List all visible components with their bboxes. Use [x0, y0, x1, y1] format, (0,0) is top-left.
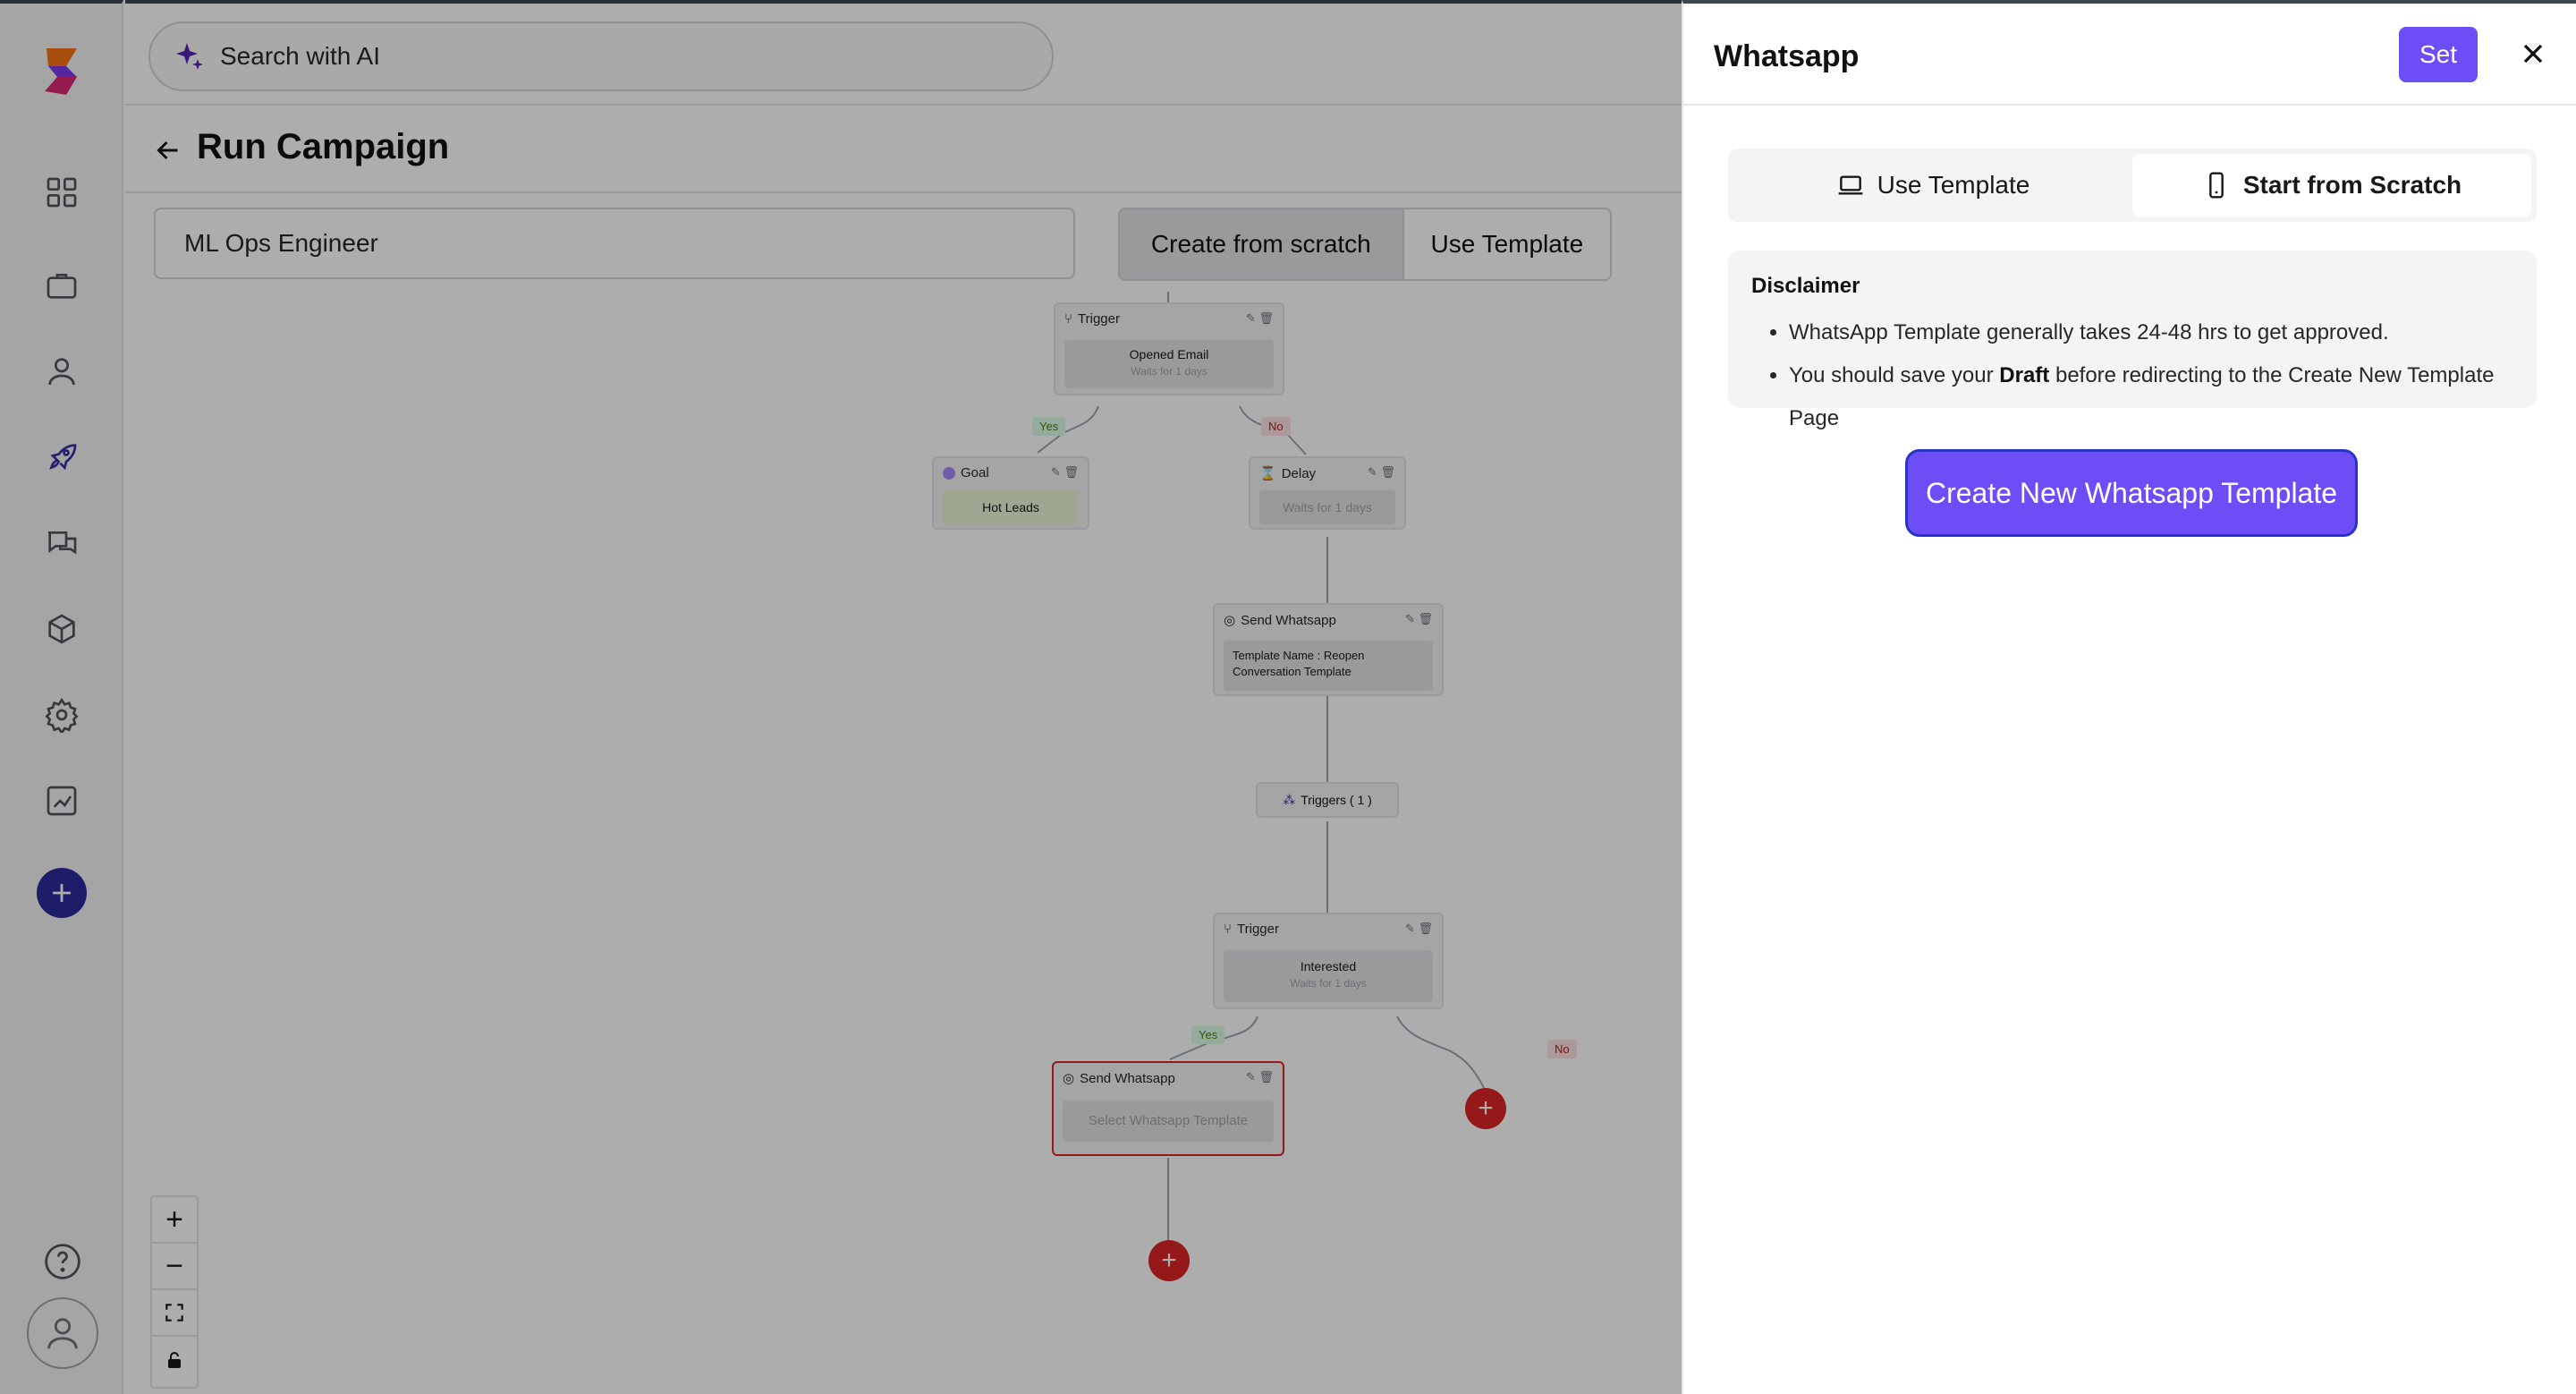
yes-tag: Yes — [1191, 1025, 1225, 1044]
trigger-icon: ⑂ — [1224, 922, 1233, 937]
help-icon[interactable] — [43, 1242, 82, 1281]
avatar[interactable] — [27, 1297, 98, 1369]
flow-canvas[interactable]: ⑂ Trigger ✎ 🗑 Opened Email Waits for 1 da… — [125, 292, 1682, 1394]
disclaimer-text: You should save your — [1789, 363, 2000, 387]
disclaimer-title: Disclaimer — [1751, 274, 1860, 298]
user-icon[interactable] — [39, 349, 84, 394]
campaign-name-input[interactable]: ML Ops Engineer — [154, 208, 1075, 279]
node-label: Opened Email — [1129, 347, 1209, 361]
laptop-icon — [1838, 175, 1862, 195]
briefcase-icon[interactable] — [39, 263, 84, 308]
edit-delete-icons[interactable]: ✎ 🗑 — [1245, 311, 1274, 325]
cube-icon[interactable] — [39, 607, 84, 651]
whatsapp-icon: ◎ — [1224, 613, 1236, 628]
chat-icon[interactable] — [39, 521, 84, 565]
node-sub: Waits for 1 days — [1290, 977, 1367, 990]
tab-start-from-scratch[interactable]: Start from Scratch — [2132, 154, 2531, 217]
no-tag: No — [1547, 1040, 1577, 1058]
use-template-tab[interactable]: Use Template — [1402, 209, 1610, 279]
disclaimer-item: WhatsApp Template generally takes 24-48 … — [1789, 311, 2513, 354]
node-type: Trigger — [1237, 922, 1279, 937]
analytics-icon[interactable] — [39, 778, 84, 823]
node-type: Trigger — [1078, 311, 1120, 327]
node-type: Send Whatsapp — [1080, 1070, 1175, 1086]
trigger-node[interactable]: ⑂ Trigger ✎ 🗑 Opened Email Waits for 1 da… — [1054, 302, 1284, 395]
trigger-icon: ⑂ — [1064, 311, 1073, 327]
divider — [1683, 104, 2576, 106]
goal-icon — [943, 466, 955, 480]
triggers-icon: ⁂ — [1283, 792, 1296, 807]
node-sub: Waits for 1 days — [1131, 365, 1208, 378]
hourglass-icon: ⌛ — [1259, 466, 1276, 481]
main-area: Search with AI Run Campaign ML Ops Engin… — [125, 0, 1682, 1394]
node-label: Template Name : Reopen Conversation Temp… — [1233, 649, 1365, 678]
select-template-placeholder: Select Whatsapp Template — [1088, 1113, 1249, 1128]
edit-delete-icons[interactable]: ✎ 🗑 — [1245, 1070, 1274, 1084]
search-input[interactable]: Search with AI — [148, 21, 1054, 91]
zoom-in-button[interactable]: + — [152, 1197, 197, 1244]
mode-toggle: Create from scratch Use Template — [1118, 208, 1612, 281]
rocket-icon[interactable] — [39, 435, 84, 480]
search-placeholder: Search with AI — [220, 42, 380, 70]
no-tag: No — [1261, 417, 1291, 436]
divider — [125, 191, 1682, 193]
add-step-button[interactable]: + — [1148, 1240, 1190, 1281]
zoom-out-button[interactable]: − — [152, 1244, 197, 1290]
node-type: Send Whatsapp — [1241, 612, 1336, 628]
create-new-whatsapp-template-button[interactable]: Create New Whatsapp Template — [1905, 449, 2358, 537]
edit-delete-icons[interactable]: ✎ 🗑 — [1404, 612, 1433, 625]
sidebar — [0, 0, 123, 1394]
template-mode-tabs: Use Template Start from Scratch — [1728, 149, 2537, 222]
edit-delete-icons[interactable]: ✎ 🗑 — [1367, 465, 1395, 479]
drawer-title: Whatsapp — [1714, 39, 1860, 73]
node-label: Interested — [1300, 959, 1357, 973]
lock-icon[interactable] — [152, 1337, 197, 1383]
edit-delete-icons[interactable]: ✎ 🗑 — [1404, 922, 1433, 935]
disclaimer-text: before redirecting to the Create New Tem… — [1789, 363, 2495, 430]
flow-connectors — [1037, 292, 1486, 1242]
sparkle-icon — [176, 43, 203, 70]
divider — [125, 104, 1682, 106]
whatsapp-drawer: Whatsapp Set Use Template Start from Scr… — [1682, 0, 2576, 1394]
yes-tag: Yes — [1032, 417, 1066, 436]
goal-node[interactable]: Goal ✎ 🗑 Hot Leads — [932, 456, 1089, 530]
page-title: Run Campaign — [197, 127, 450, 166]
disclaimer-box: Disclaimer WhatsApp Template generally t… — [1728, 251, 2537, 430]
triggers-label: Triggers ( 1 ) — [1301, 793, 1372, 807]
modal-overlay[interactable] — [0, 0, 1682, 1394]
draft-emphasis: Draft — [1999, 363, 2050, 387]
tab-use-template[interactable]: Use Template — [1733, 154, 2132, 217]
disclaimer-list: WhatsApp Template generally takes 24-48 … — [1751, 311, 2513, 440]
phone-icon — [2208, 172, 2224, 199]
zoom-controls: + − — [150, 1195, 199, 1389]
set-button[interactable]: Set — [2399, 27, 2478, 82]
node-label: Hot Leads — [982, 500, 1039, 514]
edit-delete-icons[interactable]: ✎ 🗑 — [1050, 465, 1079, 479]
triggers-pill[interactable]: ⁂ Triggers ( 1 ) — [1256, 782, 1399, 818]
settings-icon[interactable] — [39, 693, 84, 737]
node-type: Goal — [961, 465, 989, 480]
send-whatsapp-node[interactable]: ◎ Send Whatsapp ✎ 🗑 Template Name : Reope… — [1213, 603, 1444, 696]
create-from-scratch-tab[interactable]: Create from scratch — [1120, 209, 1402, 279]
delay-node[interactable]: ⌛ Delay ✎ 🗑 Waits for 1 days — [1249, 456, 1406, 530]
add-step-button[interactable]: + — [1465, 1088, 1506, 1129]
app-logo[interactable] — [30, 39, 93, 102]
close-icon[interactable] — [2517, 38, 2549, 70]
node-type: Delay — [1281, 465, 1317, 481]
tab-label: Use Template — [1877, 171, 2030, 199]
send-whatsapp-node[interactable]: ◎ Send Whatsapp ✎ 🗑 Select Whatsapp Templ… — [1052, 1061, 1284, 1156]
add-icon[interactable] — [37, 868, 87, 918]
whatsapp-icon: ◎ — [1063, 1071, 1075, 1086]
back-arrow-icon[interactable] — [152, 134, 184, 166]
trigger-node[interactable]: ⑂ Trigger ✎ 🗑 Interested Waits for 1 days — [1213, 913, 1444, 1009]
fit-view-icon[interactable] — [152, 1290, 197, 1337]
node-label: Waits for 1 days — [1283, 500, 1372, 514]
dashboard-icon[interactable] — [39, 170, 84, 215]
tab-label: Start from Scratch — [2242, 171, 2462, 199]
disclaimer-item: You should save your Draft before redire… — [1789, 354, 2513, 440]
